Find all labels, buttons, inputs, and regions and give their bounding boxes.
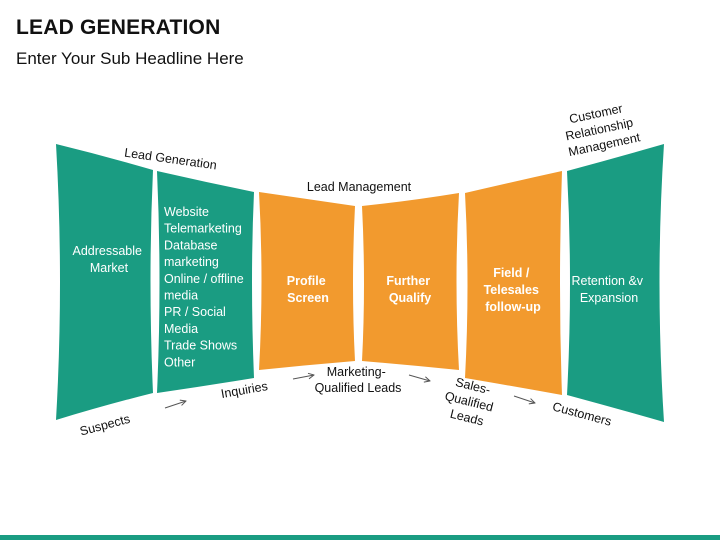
segment-label-retention-expansion: Retention &v Expansion: [571, 274, 646, 305]
segment-field-telesales: [465, 171, 562, 395]
arrow-inquiries-to-mql: [292, 375, 314, 380]
page-title: LEAD GENERATION: [16, 16, 221, 39]
flow-arrows: [164, 374, 535, 409]
page-subtitle: Enter Your Sub Headline Here: [16, 49, 244, 68]
segment-label-lead-sources: Website Telemarketing Database marketing…: [164, 205, 247, 369]
segment-further-qualify: [362, 193, 459, 370]
segment-profile-screen: [259, 192, 355, 370]
label-lead-management: Lead Management: [307, 180, 412, 194]
segment-label-addressable-market: Addressable Market: [73, 244, 146, 275]
segment-label-profile-screen: Profile Screen: [287, 274, 329, 305]
label-customer-relationship-management: Customer Relationship Management: [560, 99, 641, 159]
arrow-sql-to-customers: [513, 395, 535, 403]
stage-inquiries: Inquiries: [220, 379, 269, 401]
funnel-segments: [56, 144, 664, 422]
arrow-mql-to-sql: [408, 374, 430, 381]
arrow-suspects-to-inquiries: [164, 401, 186, 409]
stage-suspects: Suspects: [78, 412, 131, 439]
stage-marketing-qualified-leads: Marketing- Qualified Leads: [315, 365, 402, 395]
segment-addressable-market: [56, 144, 153, 420]
segment-retention-expansion: [567, 144, 664, 422]
segment-lead-sources: [157, 171, 254, 393]
segment-label-further-qualify: Further Qualify: [386, 274, 433, 305]
bottom-accent-bar: [0, 535, 720, 540]
segment-label-field-telesales: Field / Telesales follow-up: [484, 266, 543, 314]
